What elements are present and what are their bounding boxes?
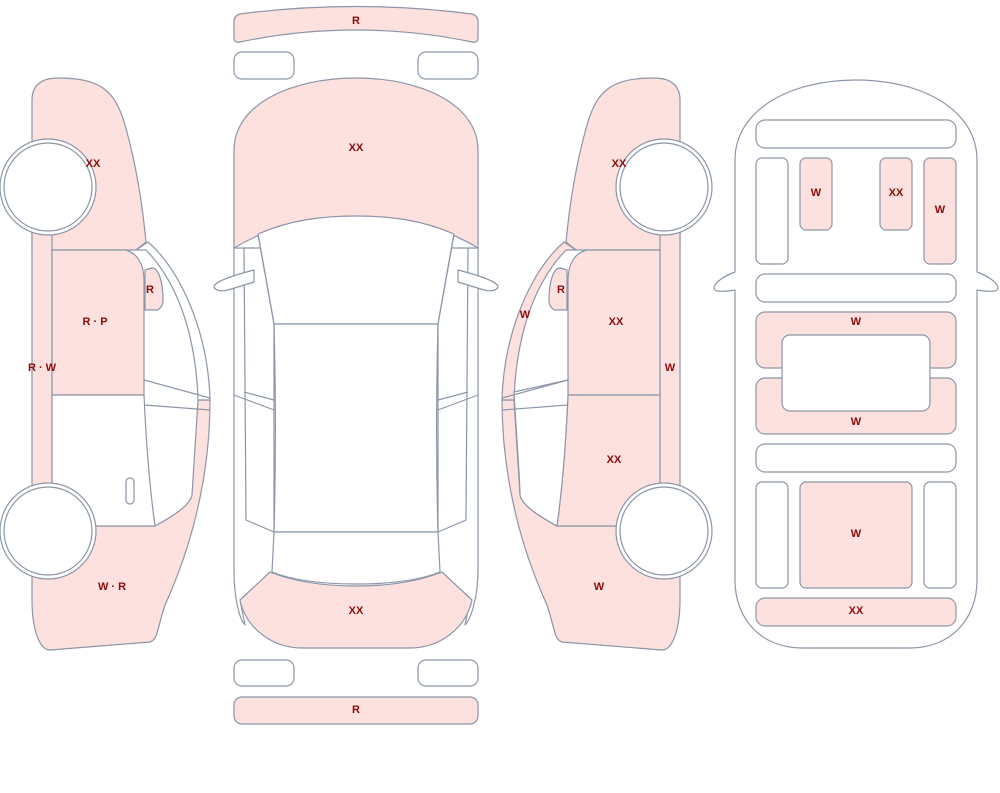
top-hood-label: XX xyxy=(349,142,364,154)
interior-rear-left-trim xyxy=(755,481,789,589)
interior-front-right-seat[interactable] xyxy=(879,157,913,231)
right-a-pillar[interactable] xyxy=(501,241,577,401)
left-rear-quarter-label: W · R xyxy=(98,581,126,593)
interior-cargo-area-label: XX xyxy=(849,605,864,617)
top-rear-left-light xyxy=(233,659,295,687)
left-rocker-label: R · W xyxy=(28,362,57,374)
left-mirror[interactable] xyxy=(144,267,164,311)
interior-front-left-door-trim xyxy=(755,157,789,265)
top-front-left-light xyxy=(233,51,295,80)
left-front-fender-label: XX xyxy=(86,158,101,170)
interior-front-left-seat-label: W xyxy=(811,187,822,199)
right-a-pillar-label: W xyxy=(520,309,531,321)
right-mirror[interactable] xyxy=(548,267,568,311)
top-left-mirror xyxy=(213,269,255,292)
interior-front-right-seat-label: XX xyxy=(889,187,904,199)
top-windshield xyxy=(257,215,455,325)
right-front-fender-label: XX xyxy=(612,158,627,170)
right-front-door[interactable] xyxy=(567,249,661,396)
right-mirror-label: R xyxy=(557,284,565,296)
right-rear-quarter-label: W xyxy=(594,581,605,593)
left-mirror-label: R xyxy=(146,284,154,296)
left-side-view: XX R · P R R · W W · R xyxy=(0,77,211,651)
top-roof xyxy=(273,323,439,533)
interior-rear-right-trim xyxy=(923,481,957,589)
interior-cargo-area[interactable] xyxy=(755,597,957,627)
left-door-handle xyxy=(125,477,135,505)
interior-center-console xyxy=(755,273,957,303)
top-right-mirror xyxy=(457,269,499,292)
top-rear-right-light xyxy=(417,659,479,687)
top-rear-bumper-label: R xyxy=(352,704,360,716)
top-trunk-label: XX xyxy=(349,605,364,617)
interior-dashboard xyxy=(755,119,957,149)
top-front-bumper-label: R xyxy=(352,15,360,27)
top-trunk[interactable] xyxy=(239,571,473,649)
left-front-wheel xyxy=(3,142,93,232)
right-rear-wheel xyxy=(619,486,709,576)
right-front-wheel xyxy=(619,142,709,232)
right-side-view: XX R W XX XX W W xyxy=(501,77,713,651)
interior-front-right-door-trim[interactable] xyxy=(923,157,957,265)
top-view: R XX XX R xyxy=(213,5,499,725)
right-rocker-label: W xyxy=(665,362,676,374)
right-front-window xyxy=(513,379,569,527)
interior-middle-row-front-label: W xyxy=(851,316,862,328)
right-front-door-label: XX xyxy=(609,316,624,328)
left-front-door-label: R · P xyxy=(82,316,107,328)
left-windshield-glass xyxy=(135,241,211,401)
right-rear-door-label: XX xyxy=(607,454,622,466)
interior-front-left-seat[interactable] xyxy=(799,157,833,231)
interior-view: W XX W W W W XX xyxy=(713,79,999,649)
left-rear-wheel xyxy=(3,486,93,576)
top-rear-window xyxy=(271,531,441,585)
interior-middle-row-rear-label: W xyxy=(851,416,862,428)
top-front-right-light xyxy=(417,51,479,80)
interior-rear-parcel xyxy=(755,443,957,473)
interior-sunroof-opening xyxy=(781,334,931,412)
interior-front-right-door-trim-label: W xyxy=(935,204,946,216)
interior-rear-bench-label: W xyxy=(851,528,862,540)
left-rear-quarter-panel[interactable] xyxy=(31,399,211,651)
top-rear-bumper[interactable] xyxy=(233,696,479,725)
top-front-bumper[interactable] xyxy=(233,5,479,43)
left-front-door[interactable] xyxy=(51,249,145,396)
interior-rear-bench[interactable] xyxy=(799,481,913,589)
